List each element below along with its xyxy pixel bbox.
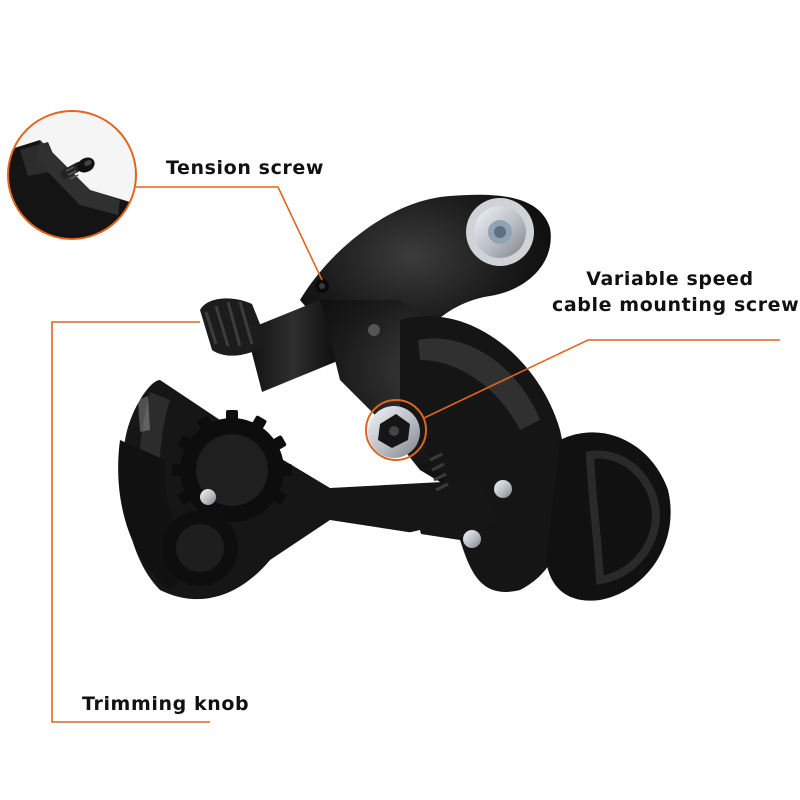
tension-screw-zoom-circle	[7, 110, 137, 240]
label-cable-line2: cable mounting screws	[552, 294, 800, 316]
rear-derailleur-illustration	[118, 194, 671, 601]
label-cable-line1: Variable speed	[586, 268, 754, 290]
label-tension-screw: Tension screw	[166, 157, 325, 179]
leader-lines	[51, 186, 780, 723]
leader-tension-screw	[136, 186, 323, 281]
leader-cable-screw	[423, 339, 780, 419]
label-cable-mounting-screws: Variable speed cable mounting screws	[552, 266, 800, 318]
leader-trimming-knob	[51, 321, 210, 723]
callout-ring-cable-screw	[365, 399, 427, 461]
zoom-screw-icon	[60, 157, 95, 180]
cable-clamp-bolt-icon	[368, 406, 420, 458]
label-trimming-knob: Trimming knob	[82, 693, 250, 715]
trimming-knob-icon	[200, 298, 268, 356]
